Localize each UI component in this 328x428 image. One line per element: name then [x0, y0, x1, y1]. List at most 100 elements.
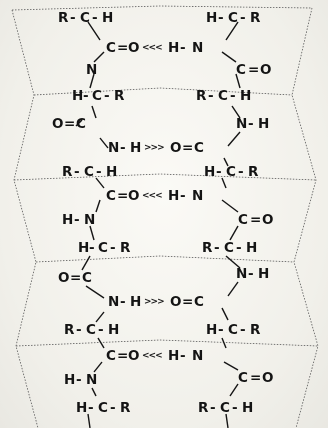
- row13-right-H: H: [206, 322, 217, 338]
- row9-O: O: [262, 212, 273, 228]
- row14-dash: -: [180, 348, 186, 364]
- row13-left-H: H: [108, 322, 119, 338]
- row6-hbond: >>>: [144, 143, 164, 153]
- row6-O: O: [170, 140, 181, 156]
- row8-hbond: <<<: [142, 191, 162, 201]
- row16-left-dash1: -: [88, 400, 94, 416]
- row10-left-C: C: [98, 240, 108, 256]
- row6-dash: -: [120, 140, 126, 156]
- row11-N: N: [236, 266, 247, 282]
- row15-H: H: [64, 372, 75, 388]
- row2-dash: -: [180, 40, 186, 56]
- row8-H: H: [168, 188, 179, 204]
- row4-right-H: H: [240, 88, 251, 104]
- row5-N: N: [236, 116, 247, 132]
- row10-left-dash2: -: [110, 240, 116, 256]
- row16-right-dash1: -: [210, 400, 216, 416]
- row14-C: C: [106, 348, 116, 364]
- row7-left-H: H: [106, 164, 117, 180]
- row16-right-C: C: [220, 400, 230, 416]
- row14-N: N: [192, 348, 203, 364]
- row7-left-dash1: -: [74, 164, 80, 180]
- row9-N: N: [84, 212, 95, 228]
- row1-left-dash2: -: [92, 10, 98, 26]
- row1-right-R: R: [250, 10, 261, 26]
- row2-N: N: [192, 40, 203, 56]
- row1-right-dash1: -: [218, 10, 224, 26]
- row1-right-H: H: [206, 10, 217, 26]
- atom-labels: R - C - H H - C - R C = O <<< H - N N C …: [52, 10, 273, 416]
- row4-left-dash1: -: [83, 88, 89, 104]
- row1-right-dash2: -: [240, 10, 246, 26]
- row13-right-C: C: [228, 322, 238, 338]
- row3-O: O: [260, 62, 271, 78]
- row2-C: C: [106, 40, 116, 56]
- row12-O: O: [170, 294, 181, 310]
- row16-right-R: R: [198, 400, 209, 416]
- row12-C: C: [194, 294, 204, 310]
- row6-eq: =: [182, 140, 193, 156]
- row13-right-R: R: [250, 322, 261, 338]
- row2-eq: =: [117, 40, 128, 56]
- row5-dash: -: [248, 116, 254, 132]
- row2-hbond: <<<: [142, 43, 162, 53]
- row1-left-H: H: [102, 10, 113, 26]
- row15-dash: -: [76, 372, 82, 388]
- row2-O: O: [128, 40, 139, 56]
- row10-right-dash1: -: [214, 240, 220, 256]
- row14-H: H: [168, 348, 179, 364]
- row12-eq: =: [182, 294, 193, 310]
- row5-C: C: [76, 116, 86, 132]
- row5-eq: =: [64, 116, 75, 132]
- row13-left-dash1: -: [76, 322, 82, 338]
- row7-left-dash2: -: [96, 164, 102, 180]
- row7-left-C: C: [84, 164, 94, 180]
- row10-right-dash2: -: [236, 240, 242, 256]
- row10-right-H: H: [246, 240, 257, 256]
- row1-right-C: C: [228, 10, 238, 26]
- row10-left-R: R: [120, 240, 131, 256]
- row4-left-R: R: [114, 88, 125, 104]
- row7-right-dash2: -: [238, 164, 244, 180]
- row16-left-C: C: [98, 400, 108, 416]
- row4-right-R: R: [196, 88, 207, 104]
- row1-left-R: R: [58, 10, 69, 26]
- row13-right-dash2: -: [240, 322, 246, 338]
- row15-C: C: [238, 370, 248, 386]
- row11-dash: -: [248, 266, 254, 282]
- row12-N: N: [108, 294, 119, 310]
- row6-C: C: [194, 140, 204, 156]
- row4-right-dash1: -: [208, 88, 214, 104]
- row15-O: O: [262, 370, 273, 386]
- row4-right-dash2: -: [230, 88, 236, 104]
- row6-H: H: [130, 140, 141, 156]
- row13-left-dash2: -: [98, 322, 104, 338]
- row13-left-R: R: [64, 322, 75, 338]
- row5-O: O: [52, 116, 63, 132]
- row11-C: C: [82, 270, 92, 286]
- row4-left-H: H: [72, 88, 83, 104]
- row3-N: N: [86, 62, 97, 78]
- row16-right-dash2: -: [232, 400, 238, 416]
- row3-eq: =: [248, 62, 259, 78]
- row16-left-dash2: -: [110, 400, 116, 416]
- row12-H: H: [130, 294, 141, 310]
- row10-left-H: H: [78, 240, 89, 256]
- row16-right-H: H: [242, 400, 253, 416]
- row8-N: N: [192, 188, 203, 204]
- pleated-sheet-outline: [11, 5, 319, 428]
- row4-left-dash2: -: [104, 88, 110, 104]
- row1-left-dash1: -: [70, 10, 76, 26]
- row11-eq: =: [70, 270, 81, 286]
- row6-N: N: [108, 140, 119, 156]
- row7-right-R: R: [248, 164, 259, 180]
- row15-N: N: [86, 372, 97, 388]
- covalent-bonds: [75, 21, 241, 428]
- row16-left-H: H: [76, 400, 87, 416]
- row7-right-dash1: -: [216, 164, 222, 180]
- row13-left-C: C: [86, 322, 96, 338]
- row7-right-C: C: [226, 164, 236, 180]
- row9-H: H: [62, 212, 73, 228]
